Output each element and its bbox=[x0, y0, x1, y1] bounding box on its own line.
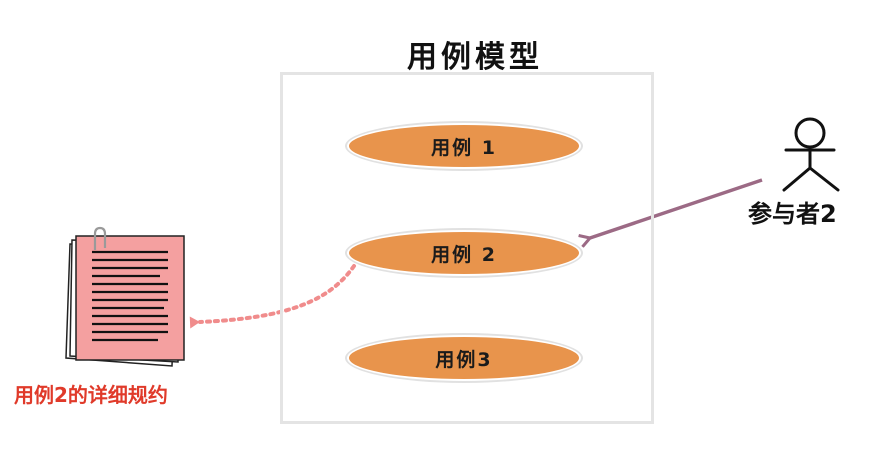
spec-document-label: 用例2的详细规约 bbox=[14, 383, 168, 407]
actor-label: 参与者2 bbox=[748, 200, 837, 228]
use-case-3[interactable]: 用例3 bbox=[347, 335, 581, 381]
document-stack-icon bbox=[65, 226, 185, 367]
association-line bbox=[590, 178, 763, 238]
actor-figure-icon bbox=[782, 117, 840, 192]
dependency-line bbox=[189, 264, 356, 329]
use-case-1[interactable]: 用例 1 bbox=[347, 123, 581, 169]
use-case-2[interactable]: 用例 2 bbox=[347, 230, 581, 276]
model-title: 用例模型 bbox=[407, 40, 543, 75]
system-boundary bbox=[280, 72, 654, 424]
